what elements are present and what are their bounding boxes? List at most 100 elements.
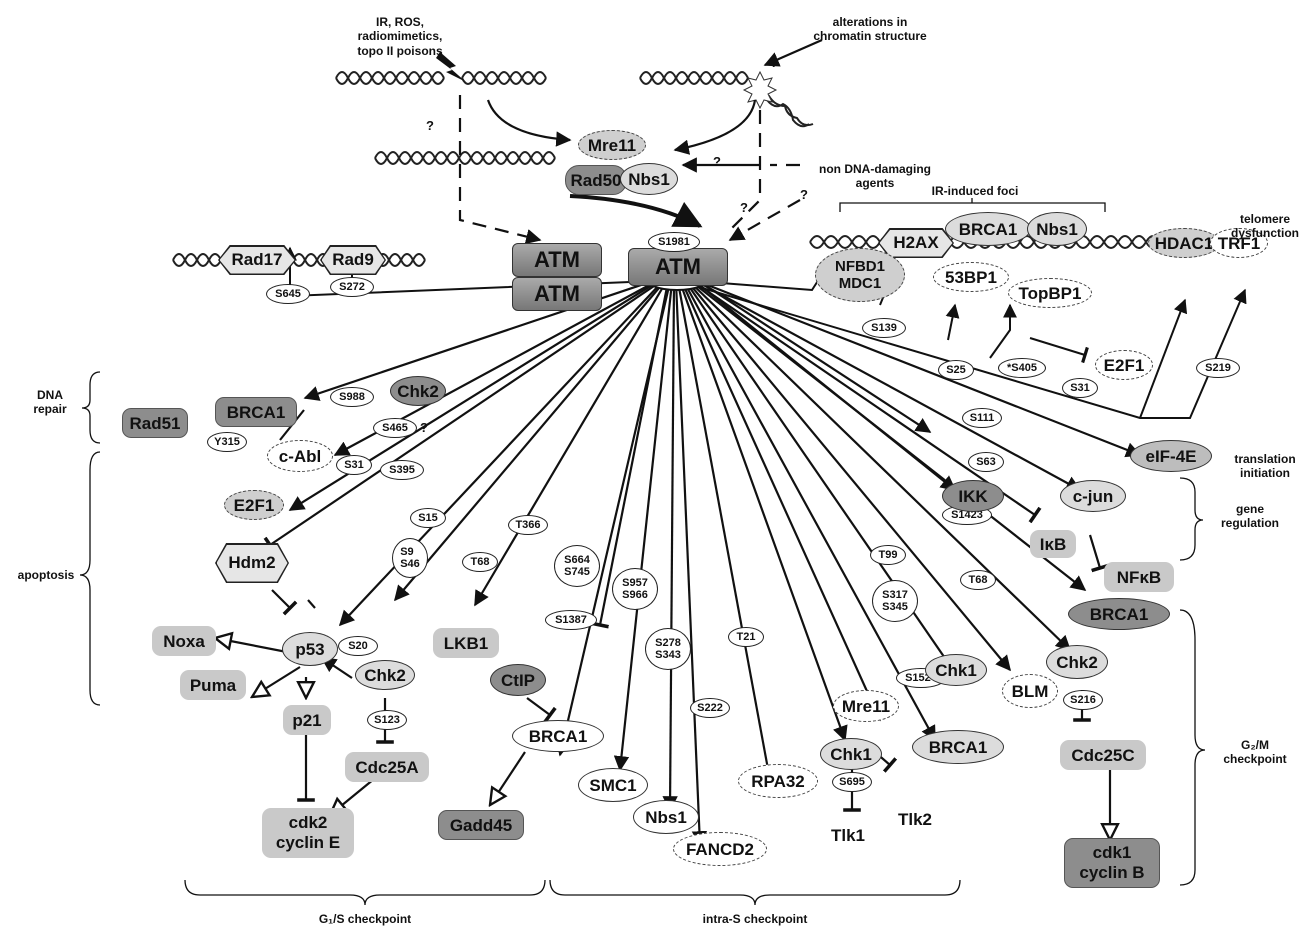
node-chk2-top: Chk2 (390, 376, 446, 406)
node-tlk1: Tlk1 (830, 825, 866, 845)
node-topbp1: TopBP1 (1008, 278, 1092, 308)
node-mre11-top: Mre11 (578, 130, 646, 160)
site-s31-right: S31 (1062, 378, 1098, 398)
site-s15: S15 (410, 508, 446, 528)
node-brca1-low: BRCA1 (912, 730, 1004, 764)
node-tlk2: Tlk2 (897, 809, 933, 829)
question-mark: ? (426, 118, 434, 133)
site-s1387: S1387 (545, 610, 597, 630)
node-ctip: CtIP (490, 664, 546, 696)
site-s645: S645 (266, 284, 310, 304)
node-gadd45: Gadd45 (438, 810, 524, 840)
dna-helices (172, 71, 1259, 267)
site-t21: T21 (728, 627, 764, 647)
site-s664-s745: S664 S745 (554, 545, 600, 587)
gene-regulation-label: gene regulation (1220, 502, 1279, 531)
lightning-icon (436, 52, 466, 82)
node-hdac1: HDAC1 (1148, 228, 1220, 258)
node-mre11-right: Mre11 (833, 690, 899, 722)
node-cjun: c-jun (1060, 480, 1126, 512)
site-s219: S219 (1196, 358, 1240, 378)
site-s278-s343: S278 S343 (645, 628, 691, 670)
foci-title: IR-induced foci (931, 184, 1019, 198)
node-cdc25c: Cdc25C (1060, 740, 1146, 770)
node-ikk: IKK (942, 480, 1004, 512)
question-mark: ? (420, 420, 428, 435)
site-t68-right: T68 (960, 570, 996, 590)
site-s111: S111 (962, 408, 1002, 428)
node-nbs1-mid: Nbs1 (633, 800, 699, 834)
site-s988: S988 (330, 387, 374, 407)
node-cabl: c-Abl (267, 440, 333, 472)
g1s-label: G₁/S checkpoint (318, 912, 412, 926)
node-smc1: SMC1 (578, 768, 648, 802)
node-brca1-right: BRCA1 (1068, 598, 1170, 630)
stimulus-non-dna-label: non DNA-damaging agents (819, 162, 931, 191)
node-chk1-mid: Chk1 (925, 654, 987, 686)
node-eif4e: eIF-4E (1130, 440, 1212, 472)
site-s957-s966: S957 S966 (612, 568, 658, 610)
site-s9-s46: S9 S46 (392, 538, 428, 578)
stimulus-chromatin-label: alterations in chromatin structure (813, 15, 927, 44)
node-ikb: IκB (1030, 530, 1076, 558)
site-s317-s345: S317 S345 (872, 580, 918, 622)
apoptosis-label: apoptosis (17, 568, 75, 582)
node-rpa32: RPA32 (738, 764, 818, 798)
site-s216: S216 (1063, 690, 1103, 710)
question-mark: ? (800, 187, 808, 202)
node-brca1-left: BRCA1 (215, 397, 297, 427)
site-s272: S272 (330, 277, 374, 297)
dna-repair-label: DNA repair (33, 388, 67, 417)
site-s465: S465 (373, 418, 417, 438)
atm-active: ATM (628, 248, 728, 286)
site-t366: T366 (508, 515, 548, 535)
dna-break-icon (742, 70, 778, 110)
node-chk2-mid: Chk2 (355, 660, 415, 690)
question-mark: ? (770, 55, 778, 70)
site-s63: S63 (968, 452, 1004, 472)
node-rad17: Rad17 (218, 245, 296, 275)
atm-dimer-top: ATM (512, 243, 602, 277)
atm-dimer-bottom: ATM (512, 277, 602, 311)
node-puma: Puma (180, 670, 246, 700)
node-rad51: Rad51 (122, 408, 188, 438)
node-nbs1-foci: Nbs1 (1027, 212, 1087, 246)
node-e2f1-right: E2F1 (1095, 350, 1153, 380)
node-p53: p53 (282, 632, 338, 666)
node-hdm2: Hdm2 (215, 543, 289, 583)
node-h2ax: H2AX (878, 228, 954, 258)
node-trf1: TRF1 (1210, 228, 1268, 258)
node-chk2-right: Chk2 (1046, 645, 1108, 679)
site-s395: S395 (380, 460, 424, 480)
question-mark: ? (713, 154, 721, 169)
node-brca1-foci: BRCA1 (945, 212, 1031, 246)
node-rad50: Rad50 (565, 165, 627, 195)
telomere-label: telomere dysfunction (1231, 212, 1299, 241)
question-mark: ? (740, 200, 748, 215)
site-t68-left: T68 (462, 552, 498, 572)
node-cdk2-cyclinE: cdk2 cyclin E (262, 808, 354, 858)
translation-label: translation initiation (1234, 452, 1296, 481)
intra-s-label: intra-S checkpoint (702, 912, 808, 926)
site-s222: S222 (690, 698, 730, 718)
site-s20: S20 (338, 636, 378, 656)
site-s405: *S405 (998, 358, 1046, 378)
site-s25: S25 (938, 360, 974, 380)
node-p21: p21 (283, 705, 331, 735)
node-nbs1-top: Nbs1 (620, 163, 678, 195)
node-nfbd1-mdc1: NFBD1 MDC1 (815, 248, 905, 302)
node-blm: BLM (1002, 674, 1058, 708)
node-chk1-low: Chk1 (820, 738, 882, 770)
node-e2f1-left: E2F1 (224, 490, 284, 520)
site-y315: Y315 (207, 432, 247, 452)
node-cdk1-cyclinB: cdk1 cyclin B (1064, 838, 1160, 888)
node-nfkb: NFκB (1104, 562, 1174, 592)
node-noxa: Noxa (152, 626, 216, 656)
site-s139: S139 (862, 318, 906, 338)
site-s123: S123 (367, 710, 407, 730)
g2m-label: G₂/M checkpoint (1223, 738, 1287, 767)
site-s695: S695 (832, 772, 872, 792)
node-lkb1: LKB1 (433, 628, 499, 658)
site-t99: T99 (870, 545, 906, 565)
